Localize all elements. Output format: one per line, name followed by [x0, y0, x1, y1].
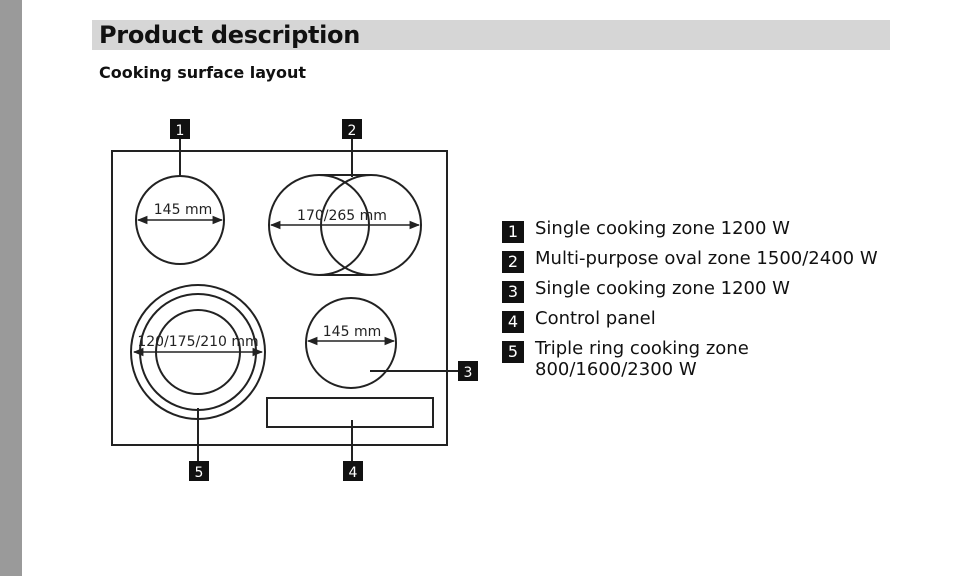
- legend-number-badge: 3: [502, 281, 524, 303]
- section-title: Product description: [99, 21, 361, 49]
- legend-number-badge: 5: [502, 341, 524, 363]
- hob-outline: [111, 150, 448, 446]
- callout-3-box: [458, 361, 478, 381]
- callout-1-number: 1: [176, 123, 185, 139]
- zone-3-dimension-label: 145 mm: [323, 324, 381, 340]
- zone-1-dimension-label: 145 mm: [154, 202, 212, 218]
- section-header: Product description: [92, 20, 890, 50]
- legend-text-continuation: 800/1600/2300 W: [535, 359, 697, 380]
- subsection-title: Cooking surface layout: [99, 63, 306, 82]
- callout-2-number: 2: [348, 123, 357, 139]
- callout-5-number: 5: [195, 465, 204, 481]
- callout-1-box: [170, 119, 190, 139]
- callout-2-box: [342, 119, 362, 139]
- callout-4-box: [343, 461, 363, 481]
- zone-5-dimension-label: 120/175/210 mm: [137, 334, 258, 350]
- control-panel: [266, 397, 434, 428]
- legend-text: Single cooking zone 1200 W: [535, 278, 790, 299]
- legend-number-badge: 4: [502, 311, 524, 333]
- legend-number-badge: 2: [502, 251, 524, 273]
- callout-4-number: 4: [349, 465, 358, 481]
- callout-3-number: 3: [464, 365, 473, 381]
- left-gray-bar: [0, 0, 22, 576]
- callout-5-box: [189, 461, 209, 481]
- legend-text: Multi-purpose oval zone 1500/2400 W: [535, 248, 878, 269]
- legend-number-badge: 1: [502, 221, 524, 243]
- cooking-zone-3: [305, 297, 397, 389]
- legend-text: Control panel: [535, 308, 656, 329]
- legend-text: Single cooking zone 1200 W: [535, 218, 790, 239]
- zone-2-dimension-label: 170/265 mm: [297, 208, 387, 224]
- legend-text: Triple ring cooking zone: [535, 338, 749, 359]
